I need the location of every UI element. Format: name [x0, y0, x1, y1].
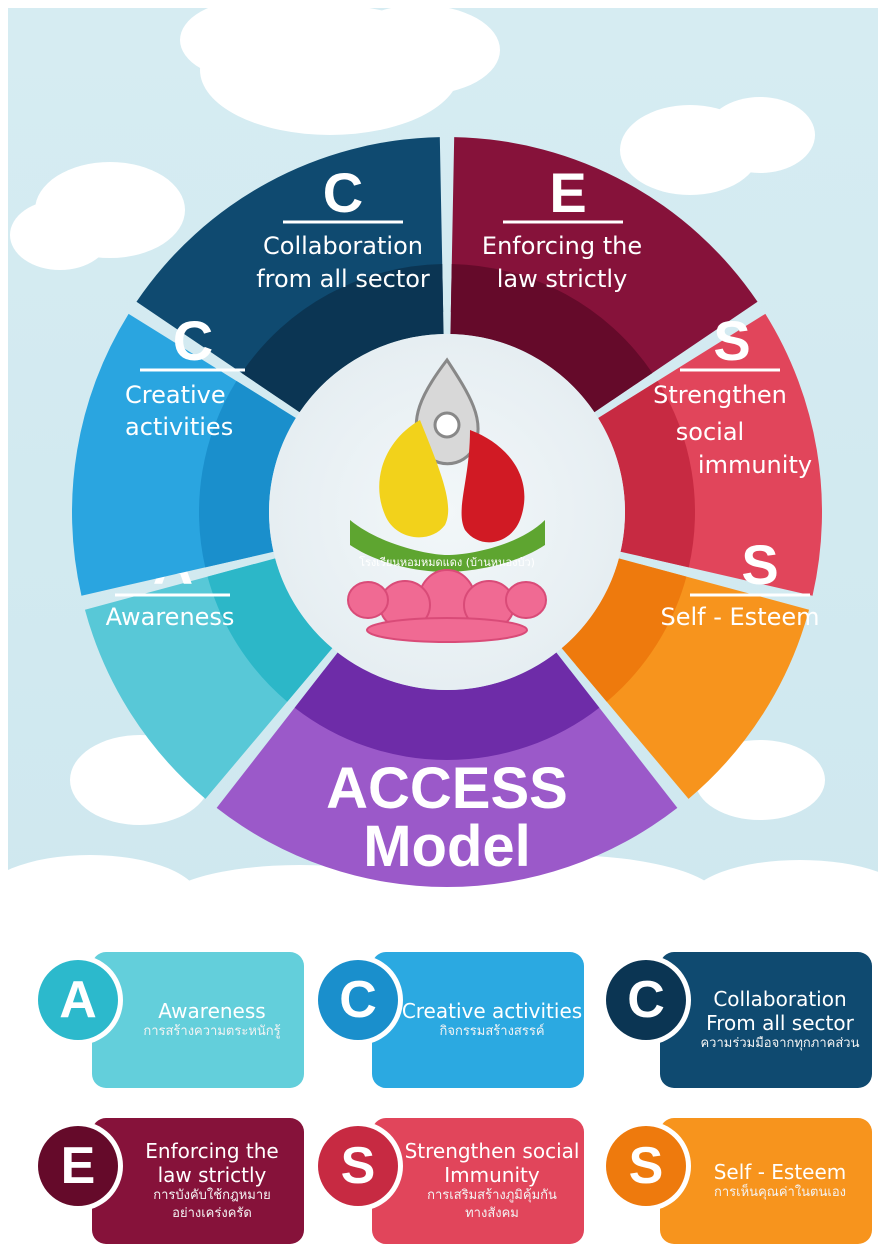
card-creative-thai: กิจกรรมสร้างสรรค์: [439, 1023, 545, 1039]
segment-strengthen-label: immunity: [698, 451, 812, 479]
card-strengthen-title: Immunity: [444, 1162, 540, 1187]
segment-enforcing: E Enforcing the law strictly: [450, 137, 758, 413]
card-collaboration-title: Collaboration: [713, 986, 847, 1011]
card-creative-letter-badge: C: [318, 960, 398, 1040]
school-logo: โรงเรียนหอมหมดแดง (บ้านหนองบัว): [347, 357, 547, 643]
segment-creative-label: activities: [125, 413, 233, 441]
segment-access-model: [216, 652, 678, 887]
segment-self-esteem-inner-band: [561, 558, 687, 702]
segment-enforcing-band: [450, 137, 758, 400]
card-enforcing-title: law strictly: [157, 1162, 267, 1187]
card-self-esteem-thai: การเห็นคุณค่าในตนเอง: [714, 1184, 846, 1200]
segment-awareness-inner-band: [207, 558, 333, 702]
segment-creative-label: Creative: [125, 381, 226, 409]
segment-collaboration: C Collaboration from all sector: [136, 137, 444, 413]
segment-creative-inner-band: [198, 380, 296, 568]
segment-enforcing-label: Enforcing the: [482, 232, 642, 260]
segment-strengthen-inner-band: [598, 380, 695, 568]
segment-collaboration-letter: C: [323, 161, 363, 224]
logo-green-ribbon: [350, 520, 545, 572]
segment-awareness-label: Awareness: [106, 603, 235, 631]
segment-enforcing-label: law strictly: [497, 265, 628, 293]
logo-red-flame: [461, 430, 525, 543]
access-title: ACCESS: [326, 756, 568, 821]
card-awareness-thai: การสร้างความตระหนักรู้: [143, 1023, 281, 1039]
card-enforcing-title: Enforcing the: [145, 1138, 279, 1163]
segment-strengthen-letter: S: [713, 309, 750, 372]
wheel-segments: C Collaboration from all sector E Enforcing …: [71, 137, 823, 887]
card-self-esteem-title: Self - Esteem: [713, 1159, 847, 1184]
card-creative-title: Creative activities: [401, 998, 583, 1023]
segment-creative-letter: C: [173, 309, 213, 372]
card-awareness-letter-badge: A: [38, 960, 118, 1040]
segment-access-inner-band: [294, 652, 600, 760]
card-enforcing-thai: การบังคับใช้กฎหมาย: [153, 1187, 271, 1203]
segment-collaboration-band: [136, 137, 444, 400]
segment-awareness: AAwareness: [84, 533, 333, 799]
model-title: Model: [363, 814, 531, 879]
card-self-esteem-letter-badge: S: [606, 1126, 686, 1206]
logo-yellow-flame: [379, 420, 449, 538]
card-strengthen-thai: ทางสังคม: [465, 1206, 519, 1221]
card-strengthen-thai: การเสริมสร้างภูมิคุ้มกัน: [427, 1187, 557, 1203]
segment-collaboration-label: from all sector: [256, 265, 430, 293]
logo-lotus: [347, 569, 547, 643]
card-strengthen-letter-badge: S: [318, 1126, 398, 1206]
segment-self-esteem-label: Self - Esteem: [660, 603, 819, 631]
card-collaboration-title: From all sector: [706, 1010, 854, 1035]
card-strengthen-title: Strengthen social: [404, 1138, 580, 1163]
card-enforcing-letter-badge: E: [38, 1126, 118, 1206]
segment-collaboration-label: Collaboration: [263, 232, 423, 260]
segment-enforcing-letter: E: [549, 161, 586, 224]
segment-strengthen-label: Strengthen: [653, 381, 787, 409]
access-wheel-diagram: C Collaboration from all sector E Enforcing …: [8, 8, 878, 908]
segment-strengthen: S Strengthen social immunity: [598, 309, 823, 596]
segment-creative: C Creative activities: [71, 309, 296, 596]
logo-caption: โรงเรียนหอมหมดแดง (บ้านหนองบัว): [359, 555, 535, 569]
segment-collaboration-inner-band: [241, 264, 444, 413]
card-collaboration-letter-badge: C: [606, 960, 686, 1040]
card-collaboration-thai: ความร่วมมือจากทุกภาคส่วน: [700, 1035, 860, 1051]
segment-self-esteem: S Self - Esteem: [561, 533, 820, 799]
segment-self-esteem-letter: S: [741, 533, 778, 596]
card-enforcing-thai: อย่างเคร่งครัด: [172, 1206, 252, 1221]
segment-strengthen-label: social: [676, 418, 744, 446]
card-awareness-title: Awareness: [158, 998, 266, 1023]
segment-enforcing-inner-band: [450, 264, 653, 413]
